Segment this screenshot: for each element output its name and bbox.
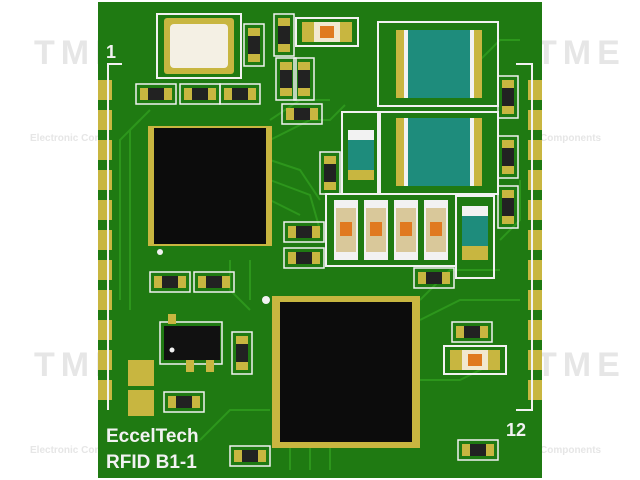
watermark-text-top-left: Electronic Components xyxy=(30,133,143,144)
smd-resistors-vertical xyxy=(231,13,519,375)
qfn-chip-main xyxy=(262,296,420,448)
watermark-text-top-right: Components xyxy=(540,133,602,144)
cap-orange-horizontal-top xyxy=(295,17,359,47)
silk-right-bracket xyxy=(516,63,533,411)
silk-left-bracket xyxy=(107,63,122,410)
left-edge-pins xyxy=(98,80,112,400)
pcb-traces xyxy=(119,39,521,470)
watermark-text-bottom-right: Components xyxy=(540,445,602,456)
watermark-text-bottom-left: Electronic Components xyxy=(30,445,143,456)
watermark-logo-bottom-right: TME xyxy=(536,346,626,384)
right-edge-pins xyxy=(528,80,542,400)
pin-1-label: 1 xyxy=(106,42,116,62)
cap-orange-horizontal-bottom xyxy=(443,345,507,375)
inductor-bottom xyxy=(377,111,499,195)
crystal-outline xyxy=(156,13,242,79)
smd-resistors-horizontal xyxy=(135,83,499,467)
qfn-chip-left xyxy=(148,126,272,255)
pin-12-label: 12 xyxy=(506,420,526,440)
inductor-top xyxy=(377,21,499,107)
cap-array xyxy=(325,193,457,267)
watermark-logo-top-right: TME xyxy=(536,34,626,72)
pad-left-divider xyxy=(128,386,154,390)
sot-transistor xyxy=(159,314,223,372)
crystal-lid xyxy=(170,24,228,68)
brand-label: EccelTech xyxy=(106,426,199,447)
model-label: RFID B1-1 xyxy=(106,452,197,473)
